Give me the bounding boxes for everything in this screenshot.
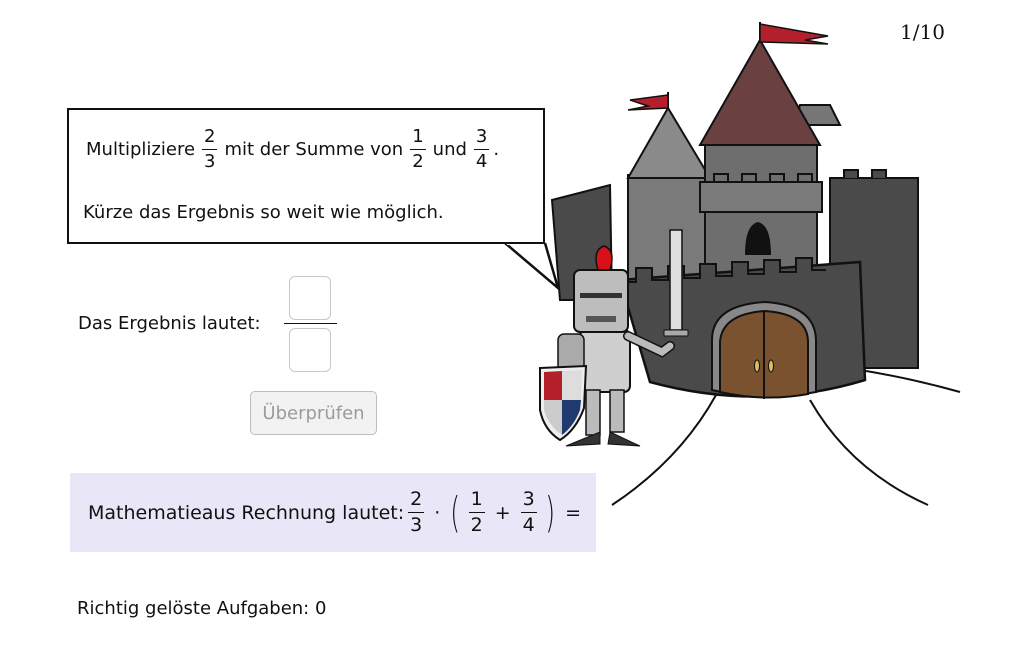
- task-end: .: [493, 139, 500, 160]
- numerator-input[interactable]: [289, 276, 331, 320]
- solution-label: Mathematieaus Rechnung lautet:: [88, 501, 405, 524]
- close-parenthesis: ): [545, 487, 555, 537]
- result-label: Das Ergebnis lautet:: [78, 313, 261, 334]
- solution-addend2-fraction: 3 4: [520, 488, 537, 536]
- task-instruction: Kürze das Ergebnis so weit wie möglich.: [83, 202, 444, 223]
- fraction-numerator: 2: [204, 126, 216, 147]
- fraction-numerator: 3: [522, 488, 535, 510]
- knight-icon: [539, 229, 689, 447]
- solution-addend1-fraction: 1 2: [468, 488, 485, 536]
- task-addend1-fraction: 1 2: [410, 126, 426, 172]
- progress-counter: 1/10: [900, 20, 945, 44]
- task-speech-bubble: Multipliziere 2 3 mit der Summe von 1 2 …: [67, 108, 545, 244]
- solution-panel: Mathematieaus Rechnung lautet: 2 3 · ( 1…: [70, 473, 596, 552]
- fraction-denominator: 4: [473, 149, 490, 172]
- fraction-numerator: 3: [475, 126, 488, 147]
- plus-operator: +: [494, 501, 511, 524]
- fraction-denominator: 2: [410, 149, 426, 172]
- denominator-input[interactable]: [289, 328, 331, 372]
- score-counter: Richtig gelöste Aufgaben: 0: [77, 598, 327, 619]
- task-middle: mit der Summe von: [224, 139, 404, 160]
- fraction-denominator: 2: [468, 512, 485, 536]
- fraction-denominator: 3: [202, 149, 218, 172]
- fraction-numerator: 2: [410, 488, 423, 510]
- times-operator: ·: [434, 501, 441, 524]
- task-factor-fraction: 2 3: [202, 126, 218, 172]
- shield-icon: [539, 364, 588, 442]
- fraction-numerator: 1: [412, 126, 424, 147]
- answer-fraction-bar: [284, 323, 337, 324]
- task-sentence: Multipliziere 2 3 mit der Summe von 1 2 …: [83, 128, 499, 171]
- solution-factor-fraction: 2 3: [408, 488, 425, 536]
- task-conjunction: und: [432, 139, 467, 160]
- fraction-denominator: 3: [408, 512, 425, 536]
- fraction-numerator: 1: [470, 488, 483, 510]
- fraction-denominator: 4: [520, 512, 537, 536]
- check-button[interactable]: Überprüfen: [250, 391, 377, 435]
- open-parenthesis: (: [450, 487, 461, 537]
- equals-operator: =: [565, 501, 582, 524]
- task-addend2-fraction: 3 4: [473, 126, 490, 172]
- task-prefix: Multipliziere: [86, 139, 196, 160]
